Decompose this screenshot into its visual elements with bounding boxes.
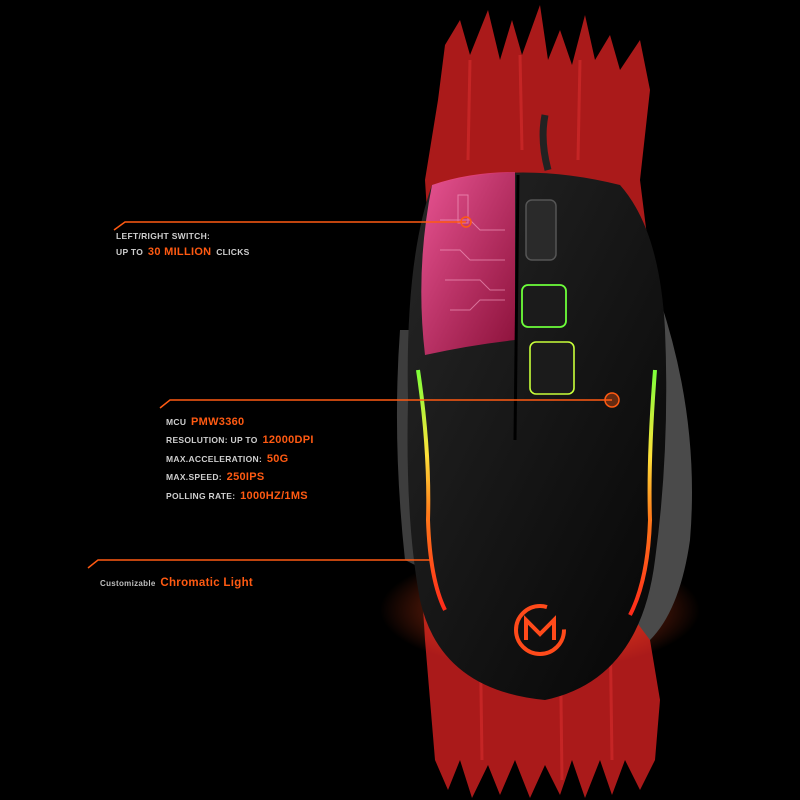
switch-value: 30 MILLION xyxy=(147,245,212,258)
spec-label: MAX.SPEED: xyxy=(166,472,222,483)
spec-value: 12000DPI xyxy=(262,434,314,447)
spec-label: POLLING RATE: xyxy=(166,490,236,501)
light-callout: Customizable Chromatic Light xyxy=(100,573,253,591)
spec-value: 250IPS xyxy=(226,471,265,484)
sensor-callout: MCU PMW3360 RESOLUTION: UP TO 12000DPI M… xyxy=(166,412,314,504)
callout-markers xyxy=(460,216,620,408)
spec-label: RESOLUTION: UP TO xyxy=(166,435,258,446)
switch-suffix: CLICKS xyxy=(216,246,250,257)
light-value: Chromatic Light xyxy=(160,577,254,589)
switch-prefix: UP TO xyxy=(116,246,144,257)
meetion-logo xyxy=(514,604,566,656)
dpi-button-1 xyxy=(521,284,567,328)
spec-value: PMW3360 xyxy=(191,416,245,428)
switch-label: LEFT/RIGHT SWITCH: xyxy=(116,231,211,241)
dpi-button-2 xyxy=(529,341,575,395)
spec-label: MCU xyxy=(166,417,187,427)
switch-callout: LEFT/RIGHT SWITCH: UP TO 30 MILLION CLIC… xyxy=(116,231,250,260)
rgb-strip-left xyxy=(416,369,447,611)
spec-label: MAX.ACCELERATION: xyxy=(166,453,263,464)
mouse-cable xyxy=(539,114,552,171)
callout-lines xyxy=(87,221,612,569)
light-label: Customizable xyxy=(100,579,156,588)
spec-value: 50G xyxy=(266,452,289,465)
spec-value: 1000HZ/1MS xyxy=(240,489,308,502)
pcb-traces xyxy=(440,194,505,311)
pcb-xray-panel xyxy=(421,172,515,355)
rgb-strip-right xyxy=(628,369,657,616)
scroll-wheel xyxy=(525,199,557,261)
